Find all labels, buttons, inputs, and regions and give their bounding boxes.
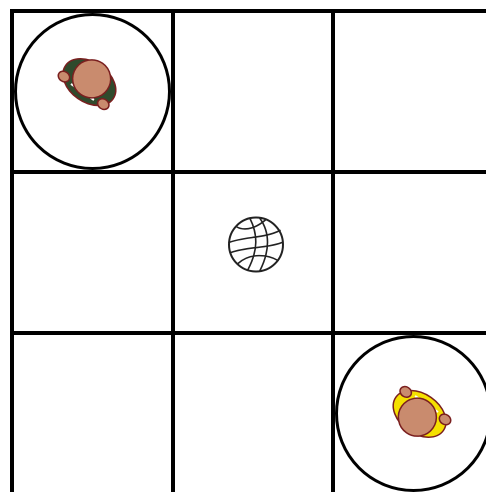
volleyball-icon[interactable] [229, 218, 283, 272]
board-cell-r0-c2[interactable] [333, 11, 486, 172]
board-cell-r0-c1[interactable] [173, 11, 333, 172]
board-cell-r2-c0[interactable] [12, 333, 173, 492]
board-cell-r1-c2[interactable] [333, 172, 486, 333]
board-cell-r1-c0[interactable] [12, 172, 173, 333]
board-cell-r2-c1[interactable] [173, 333, 333, 492]
